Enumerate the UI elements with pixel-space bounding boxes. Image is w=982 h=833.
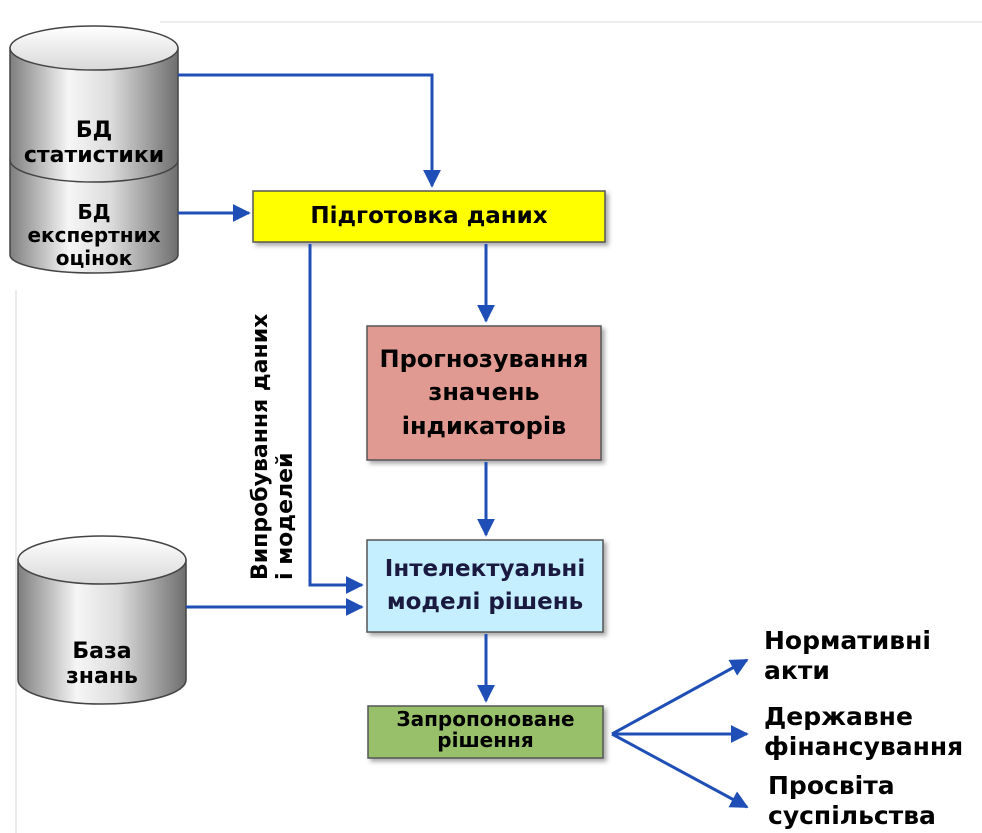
arrow-to-output-1 <box>611 658 749 736</box>
arrow-stats-to-prep <box>178 73 441 188</box>
db-experts-cylinder <box>9 159 179 274</box>
models-label-line-2: моделі рішень <box>386 589 584 615</box>
data-prep-label: Підготовка даних <box>253 191 605 242</box>
db-experts-label-line-2: експертних <box>27 222 161 247</box>
forecast-label-line-3: індикаторів <box>401 411 567 440</box>
decision-label-line-2: рішення <box>437 728 534 752</box>
output-public-education-line-1: Просвіта <box>768 771 895 800</box>
db-stats-label-line-2: статистики <box>23 143 165 168</box>
models-box <box>366 539 604 633</box>
forecast-label-line-1: Прогнозування <box>379 344 589 373</box>
output-state-funding-line-2: фінансування <box>764 731 964 761</box>
forecast-label-line-2: значень <box>428 378 540 407</box>
arrow-prep-to-models-test <box>308 244 364 594</box>
db-experts-label: БД експертних оцінок <box>10 196 178 274</box>
knowledge-base-label: База знань <box>18 632 186 696</box>
decision-box <box>367 705 604 759</box>
test-data-models-label-line-1: Випробування даних <box>248 313 273 580</box>
data-prep-box <box>252 190 606 243</box>
output-regulations-line-1: Нормативні <box>764 626 931 655</box>
db-stats-label: БД статистики <box>10 110 178 176</box>
test-data-models-label-line-2: і моделей <box>273 452 299 580</box>
forecast-label: Прогнозування значень індикаторів <box>367 326 601 460</box>
forecast-box <box>366 325 602 461</box>
knowledge-base-label-line-1: База <box>72 638 132 664</box>
output-state-funding: Державне фінансування <box>764 702 963 761</box>
knowledge-base-cylinder <box>17 535 187 705</box>
data-prep-label-line-1: Підготовка даних <box>310 203 548 230</box>
decision-label-line-1: Запропоноване <box>396 707 575 731</box>
arrow-to-output-3 <box>611 732 749 809</box>
output-state-funding-line-1: Державне <box>764 702 913 731</box>
knowledge-base-label-line-2: знань <box>66 664 138 689</box>
output-public-education: Просвіта суспільства <box>768 771 936 830</box>
db-experts-label-line-3: оцінок <box>55 245 133 270</box>
output-regulations: Нормативні акти <box>764 626 931 685</box>
output-public-education-line-2: суспільства <box>768 800 936 830</box>
models-label-line-1: Інтелектуальні <box>384 555 586 582</box>
db-stats-cylinder <box>9 25 179 183</box>
test-data-models-label: Випробування даних і моделей <box>248 314 299 580</box>
db-experts-label-line-1: БД <box>77 199 111 224</box>
models-label: Інтелектуальні моделі рішень <box>367 540 603 632</box>
output-regulations-line-2: акти <box>764 655 830 685</box>
decision-label: Запропоноване рішення <box>368 704 603 756</box>
db-stats-label-line-1: БД <box>75 117 113 143</box>
